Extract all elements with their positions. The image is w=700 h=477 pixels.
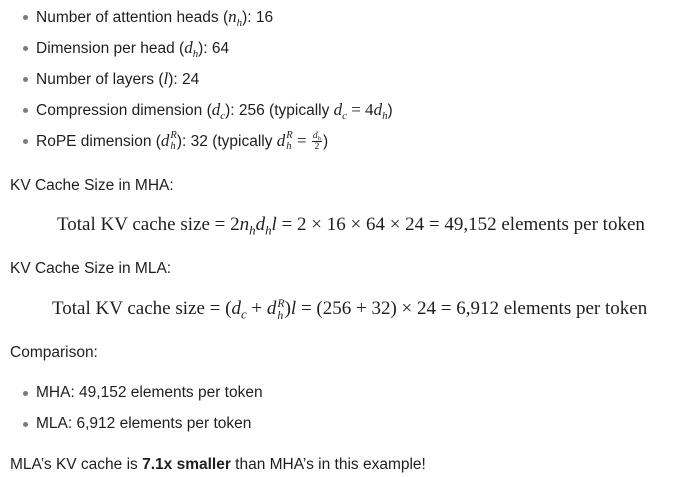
comparison-item-mla: MLA: 6,912 elements per token [0,413,251,435]
param-rope-value: 32 [190,133,208,150]
param-dim-head-value: 64 [211,40,230,57]
param-layers: Number of layers (l): 24 [0,68,199,90]
conclusion-highlight: 7.1x smaller [142,456,231,473]
mha-heading: KV Cache Size in MHA: [10,177,174,194]
comparison-item-mha: MHA: 49,152 elements per token [0,382,263,404]
param-heads: Number of attention heads (nh): 16 [0,6,273,28]
conclusion-text: MLA’s KV cache is 7.1x smaller than MHA’… [10,456,426,473]
mha-equation: Total KV cache size = 2nhdhl = 2 × 16 × … [57,214,645,238]
param-layers-value: 24 [182,71,200,88]
param-heads-value: 16 [255,9,274,26]
param-compression: Compression dimension (dc): 256 (typical… [0,99,393,121]
param-compression-value: 256 [238,102,265,119]
mla-heading: KV Cache Size in MLA: [10,260,172,277]
param-dim-head: Dimension per head (dh): 64 [0,37,229,59]
comparison-heading: Comparison: [10,344,98,361]
